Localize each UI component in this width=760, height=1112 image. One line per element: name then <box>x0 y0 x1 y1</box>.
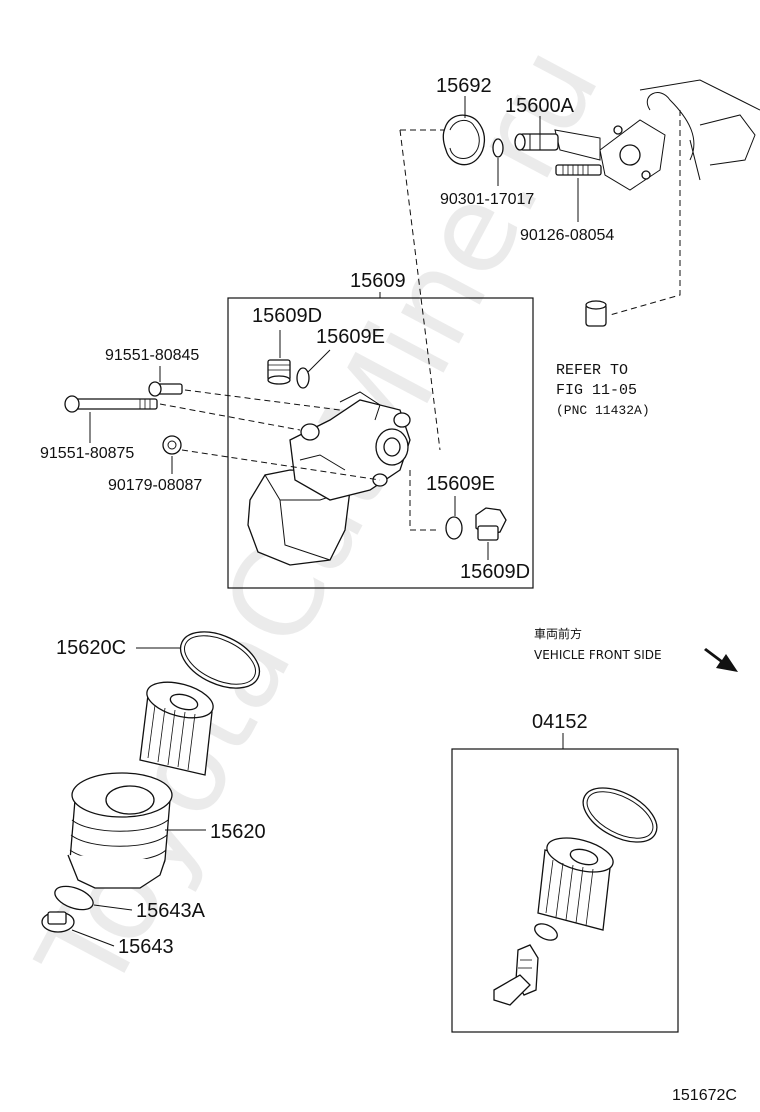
drain-plug-15643[interactable] <box>41 911 75 933</box>
label-15600A: 15600A <box>505 95 575 117</box>
label-15609: 15609 <box>350 270 406 292</box>
label-90179-08087: 90179-08087 <box>108 477 202 494</box>
bolt-90179-08087[interactable] <box>162 435 182 455</box>
label-91551-80875: 91551-80875 <box>40 445 134 462</box>
front-label-jp: 車両前方 <box>534 626 582 641</box>
group-box-15609 <box>227 297 534 589</box>
stud-bolt-90126-08054[interactable] <box>555 164 602 176</box>
label-91551-80845: 91551-80845 <box>105 347 199 364</box>
engine-block-partial <box>554 79 760 191</box>
label-90126-08054: 90126-08054 <box>520 227 614 244</box>
bolt-91551-80875[interactable] <box>64 395 158 413</box>
gasket-15692[interactable] <box>442 114 486 166</box>
drain-fitting-kit[interactable] <box>493 944 539 1006</box>
label-15609D-top: 15609D <box>252 305 322 327</box>
label-04152: 04152 <box>532 711 588 733</box>
plug-15609D-top[interactable] <box>267 359 291 385</box>
o-ring-15620C[interactable] <box>172 620 268 699</box>
label-15620: 15620 <box>210 821 266 843</box>
label-15643: 15643 <box>118 936 174 958</box>
label-15692: 15692 <box>436 75 492 97</box>
o-ring-15643A[interactable] <box>52 882 96 914</box>
small-o-ring-kit[interactable] <box>532 921 560 944</box>
front-arrow-icon <box>704 648 738 672</box>
o-ring-90301-17017[interactable] <box>492 138 504 158</box>
filter-cap-15620[interactable] <box>67 772 173 889</box>
plug-refer-fig[interactable] <box>585 300 607 327</box>
filter-element-kit[interactable] <box>537 832 617 931</box>
bolt-91551-80845[interactable] <box>148 381 183 397</box>
label-90301-17017: 90301-17017 <box>440 191 534 208</box>
label-15609E-top: 15609E <box>316 326 385 348</box>
front-label-en: VEHICLE FRONT SIDE <box>534 648 662 662</box>
gasket-15609E-low[interactable] <box>445 516 463 540</box>
refer-text-3: (PNC 11432A) <box>556 403 650 418</box>
valve-15600A[interactable] <box>514 133 559 151</box>
label-15609E-low: 15609E <box>426 473 495 495</box>
oil-filter-housing[interactable] <box>247 391 411 566</box>
label-15620C: 15620C <box>56 637 126 659</box>
label-15643A: 15643A <box>136 900 206 922</box>
gasket-15609E-top[interactable] <box>296 367 310 389</box>
refer-text-2: FIG 11-05 <box>556 382 637 399</box>
figure-code: 151672C <box>672 1087 737 1104</box>
filter-element-left[interactable] <box>139 676 217 776</box>
label-15609D-low: 15609D <box>460 561 530 583</box>
plug-15609D-low[interactable] <box>475 507 507 541</box>
refer-text-1: REFER TO <box>556 362 628 379</box>
o-ring-kit[interactable] <box>574 777 665 853</box>
group-box-04152 <box>451 748 679 1033</box>
